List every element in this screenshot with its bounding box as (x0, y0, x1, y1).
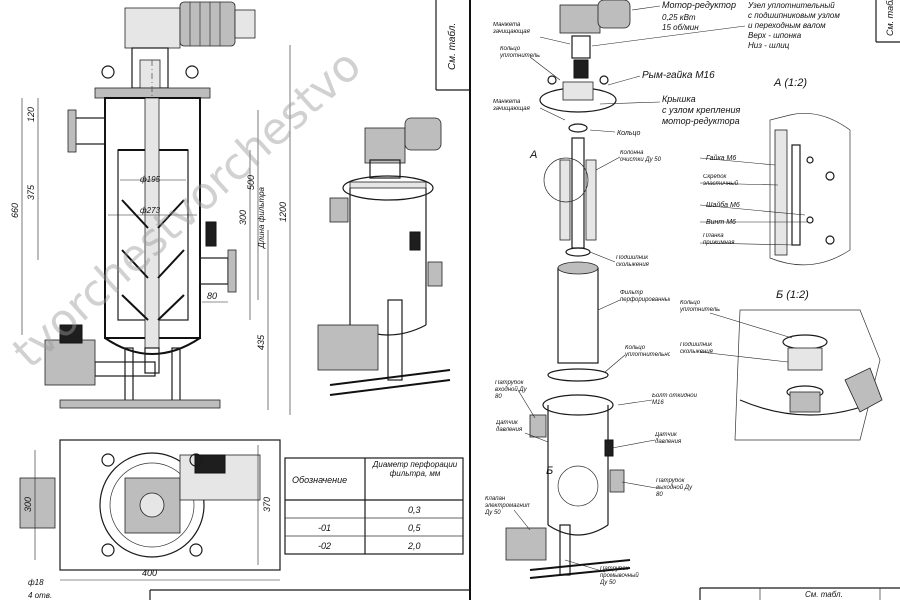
exp-motor (597, 0, 631, 29)
dim-120: 120 (26, 107, 36, 122)
cleaning-column (571, 137, 585, 249)
outlet-nozzle (199, 257, 229, 285)
label-b-marker: Б (546, 465, 553, 477)
dim-500: 500 (246, 175, 256, 190)
dim-plan-400: 400 (142, 568, 157, 578)
dim-300: 300 (238, 210, 248, 225)
label-a-marker: А (529, 149, 537, 161)
label-motor-power: 0,25 кВт (662, 13, 696, 22)
label-detail-a-scraper: Скребок эластичный (703, 174, 738, 187)
plan-valve (19, 477, 56, 529)
label-detail-a-washer: Шайба М6 (706, 201, 740, 209)
dim-435: 435 (256, 334, 266, 350)
exp-valve (505, 527, 547, 561)
label-seal-4: Верх - шпонка (748, 31, 802, 40)
table-text: Обозначение Диаметр перфорации фильтра, … (292, 460, 458, 551)
right-sheet-frame (699, 0, 900, 600)
detail-b (734, 309, 883, 441)
label-detail-a-plate: Планка прижимная (703, 233, 735, 246)
label-cover-3: мотор-редуктора (662, 116, 740, 126)
table-row-1-value: 0,3 (408, 505, 421, 515)
dim-d195: ф195 (140, 175, 161, 184)
inlet-nozzle (74, 117, 106, 145)
dim-1200: 1200 (278, 202, 288, 222)
table-header-diameter: Диаметр перфорации фильтра, мм (372, 460, 458, 478)
dim-hole-d18: ф18 (28, 578, 44, 587)
label-motor-speed: 15 об/мин (662, 23, 699, 32)
label-gasket-top: Манжета зачищающая (493, 22, 530, 35)
detail-a (769, 112, 851, 266)
label-seal-3: и переходным валом (748, 21, 826, 30)
table-row-3-designation: -02 (318, 541, 331, 551)
label-ring: Кольцо (617, 130, 640, 137)
label-seal-5: Низ - шлиц (748, 41, 790, 50)
front-section-view (21, 1, 291, 415)
dim-plan-370: 370 (262, 497, 272, 512)
solenoid-valve (44, 339, 96, 386)
left-stamp: См. табл. (446, 23, 458, 70)
left-sheet-frame (149, 0, 471, 600)
label-motor: Мотор-редуктор (662, 0, 736, 10)
label-detail-a-nut: Гайка М6 (706, 154, 736, 162)
label-detail-b-ring: Кольцо уплотнительное (680, 300, 720, 313)
iso-valve (317, 324, 379, 371)
table-row-2-value: 0,5 (408, 523, 422, 533)
label-bearing-ring: Подшипник скольжения (616, 255, 649, 268)
dim-660: 660 (10, 203, 20, 218)
label-eyebolt: Рым-гайка М16 (642, 70, 715, 81)
dim-d273: ф273 (140, 206, 161, 215)
plan-view (19, 439, 281, 581)
detail-a-title: А (1:2) (773, 77, 807, 89)
label-inlet: Патрубок входной Ду 80 (495, 380, 527, 400)
dim-80: 80 (207, 291, 217, 301)
label-valve: Клапан электромагнитный Ду 50 (485, 496, 530, 516)
exp-gearbox (559, 4, 601, 34)
table-header-designation: Обозначение (292, 475, 347, 485)
cover-flange (94, 87, 211, 99)
label-level-sensor-1: Датчик давления (496, 420, 523, 433)
gearbox-block (124, 7, 181, 49)
dim-holes-count: 4 отв. (28, 591, 52, 600)
label-cover-2: с узлом крепления (662, 105, 740, 115)
stand-base (59, 399, 221, 409)
label-detail-b-bearing: Подшипник скольжения (680, 342, 713, 355)
iso-motor (404, 117, 442, 151)
detail-b-title: Б (1:2) (776, 289, 809, 301)
right-stamp: См. табл. (885, 0, 895, 36)
perforation-table (284, 457, 464, 555)
isometric-view (317, 117, 451, 396)
label-cover-1: Крышка (662, 94, 696, 104)
perforated-filter (557, 267, 599, 364)
dim-375: 375 (26, 184, 36, 200)
motor-body (179, 1, 236, 47)
dim-plan-300: 300 (23, 497, 33, 512)
label-bolt: Болт откидной М16 (652, 393, 697, 406)
label-cleaning-column: Колонна очистки Ду 50 (620, 150, 661, 163)
label-gasket-2: Манжета зачищающая (493, 99, 530, 112)
label-ring-seal-2: Кольцо уплотнительное (625, 345, 670, 358)
table-row-3-value: 2,0 (407, 541, 421, 551)
label-ring-seal: Кольцо уплотнительное (500, 46, 540, 59)
label-filter: Фильтр перфорированный (620, 290, 670, 303)
iso-gearbox (364, 127, 406, 164)
leader-lines (513, 5, 808, 573)
exploded-view (505, 0, 631, 579)
right-stamp-bottom: См. табл. (805, 590, 843, 599)
table-row-2-designation: -01 (318, 523, 331, 533)
left-labels: См. табл. ф195 ф273 660 375 120 500 1200… (10, 23, 458, 600)
dim-filter-length: Длина фильтра (257, 186, 266, 249)
plan-gearbox (124, 477, 181, 534)
label-detail-a-screw: Винт М6 (706, 219, 736, 226)
label-drain: Патрубок промывочный Ду 50 (600, 566, 639, 586)
label-seal-1: Узел уплотнительный (747, 1, 835, 10)
label-outlet: Патрубок выходной Ду 80 (656, 478, 693, 498)
label-seal-2: с подшипниковым узлом (748, 11, 840, 20)
exp-body-top (542, 394, 614, 416)
label-level-sensor-2: Датчик давления (655, 432, 682, 445)
right-labels: См. табл. См. табл. Мотор-редуктор 0,25 … (485, 0, 895, 599)
